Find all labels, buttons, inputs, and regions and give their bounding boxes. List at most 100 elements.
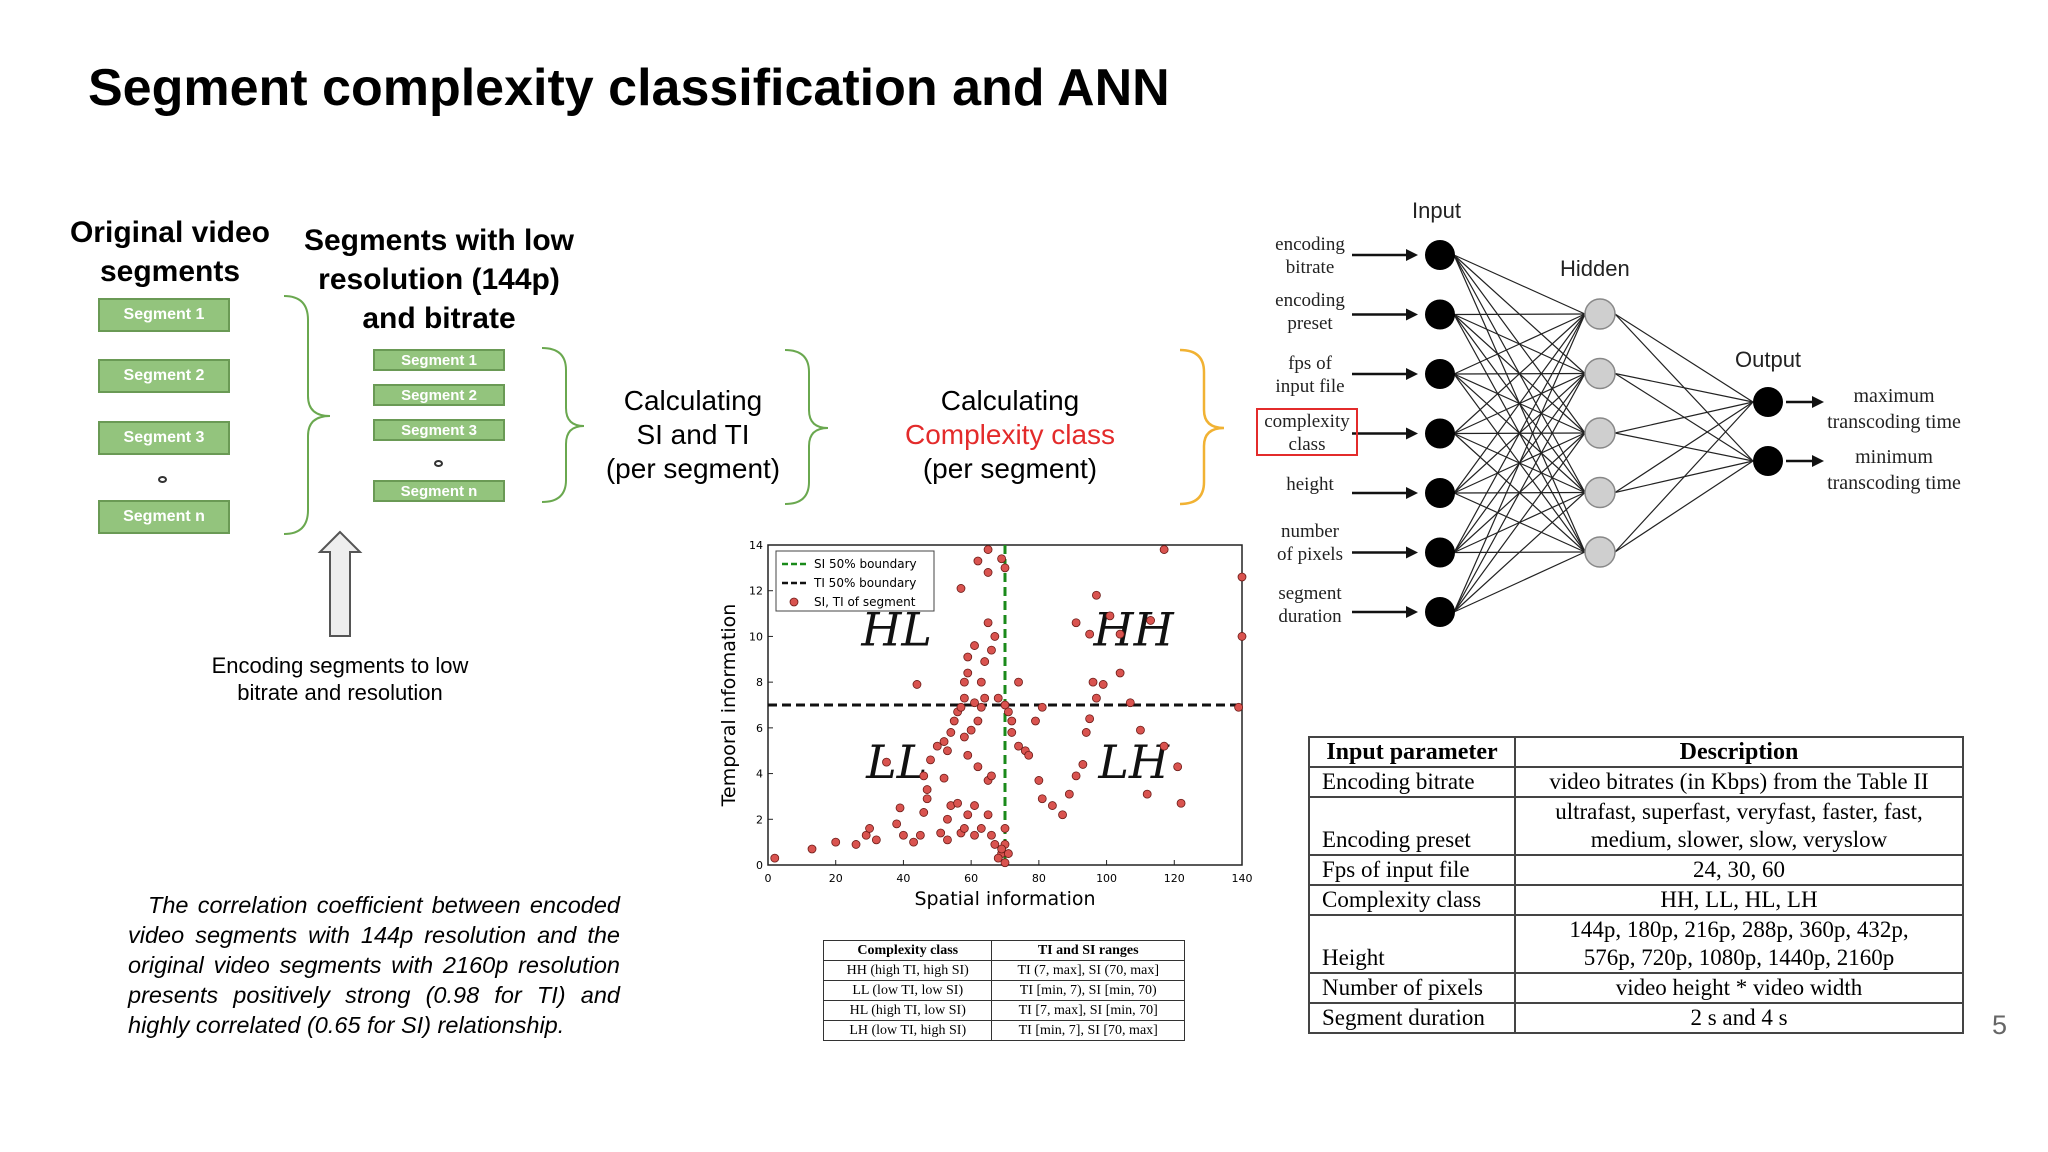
data-point bbox=[993, 693, 1003, 703]
desc-line: video bitrates (in Kbps) from the Table … bbox=[1549, 769, 1929, 794]
data-point bbox=[987, 771, 996, 781]
desc-line: 2 s and 4 s bbox=[1690, 1005, 1788, 1030]
data-point bbox=[1081, 728, 1091, 737]
table-row: Complexity class HH, LL, HL, LH bbox=[1308, 884, 1964, 916]
data-point bbox=[990, 840, 1000, 849]
data-point bbox=[997, 554, 1007, 564]
calc-line: SI and TI bbox=[636, 419, 750, 450]
arrow-head-icon bbox=[1812, 396, 1824, 408]
y-tick-label: 14 bbox=[749, 539, 763, 552]
data-point bbox=[932, 741, 942, 751]
ranges-cell: HH (high TI, high SI) bbox=[822, 960, 993, 981]
ann-connection bbox=[1453, 313, 1586, 613]
input-node bbox=[1425, 240, 1455, 270]
x-tick-label: 20 bbox=[829, 872, 843, 885]
data-point bbox=[1085, 629, 1095, 639]
ann-connections bbox=[1453, 254, 1754, 613]
data-point bbox=[1014, 677, 1023, 687]
ann-connection bbox=[1453, 313, 1586, 316]
data-point bbox=[983, 545, 993, 554]
x-axis-label: Spatial information bbox=[914, 888, 1095, 910]
calc-line: (per segment) bbox=[605, 453, 781, 484]
data-point bbox=[922, 794, 932, 804]
data-point bbox=[976, 824, 986, 833]
data-point bbox=[1071, 771, 1081, 781]
brace-green-2 bbox=[541, 347, 585, 503]
data-point bbox=[997, 844, 1007, 854]
ann-diagram bbox=[1352, 240, 1824, 627]
ann-input-title: Input bbox=[1412, 198, 1461, 223]
calc-si-ti: Calculating SI and TI (per segment) bbox=[590, 384, 796, 486]
y-tick-label: 10 bbox=[749, 630, 763, 643]
table-row: Fps of input file 24, 30, 60 bbox=[1308, 854, 1964, 886]
data-point bbox=[1105, 611, 1115, 621]
calc-line: Calculating bbox=[940, 385, 1080, 416]
ann-connection bbox=[1453, 313, 1586, 494]
input-parameters-table: Input parameter Description Encoding bit… bbox=[1308, 736, 1964, 1034]
label-line: transcoding time bbox=[1827, 472, 1961, 494]
data-point bbox=[865, 824, 874, 833]
data-point bbox=[1146, 616, 1155, 625]
data-point bbox=[963, 810, 973, 820]
encoding-caption: Encoding segments to low bitrate and res… bbox=[180, 652, 500, 706]
data-point bbox=[943, 746, 952, 756]
data-point bbox=[882, 757, 891, 767]
hidden-node bbox=[1584, 357, 1616, 390]
ann-output-title: Output bbox=[1735, 347, 1802, 372]
data-point bbox=[807, 844, 817, 854]
data-point bbox=[1078, 760, 1088, 769]
data-point bbox=[963, 668, 973, 678]
data-point bbox=[1007, 716, 1017, 726]
arrow-head-icon bbox=[1406, 368, 1418, 380]
arrow-head-icon bbox=[1812, 455, 1824, 467]
calc-complexity: Calculating Complexity class (per segmen… bbox=[880, 384, 1140, 486]
hidden-node bbox=[1584, 417, 1616, 449]
ann-input-label: encoding bitrate bbox=[1258, 233, 1362, 279]
ranges-header: Complexity class bbox=[822, 940, 993, 961]
data-point bbox=[1000, 824, 1010, 833]
data-point bbox=[1037, 702, 1047, 712]
data-point bbox=[936, 828, 946, 838]
output-node bbox=[1753, 387, 1783, 417]
calc-line-highlight: Complexity class bbox=[904, 419, 1116, 450]
label-line: input file bbox=[1275, 376, 1345, 397]
data-point bbox=[939, 773, 949, 783]
param-name: Fps of input file bbox=[1308, 854, 1516, 886]
ranges-cell: TI (7, max], SI (70, max] bbox=[991, 960, 1185, 981]
arrow-head-icon bbox=[1406, 249, 1418, 261]
data-point bbox=[1092, 693, 1101, 703]
ann-output-label: maximum transcoding time bbox=[1806, 383, 1982, 435]
data-point bbox=[909, 837, 918, 847]
data-point bbox=[970, 801, 979, 810]
ann-connection bbox=[1453, 373, 1586, 613]
data-point bbox=[953, 798, 963, 808]
data-point bbox=[1000, 700, 1010, 710]
data-point bbox=[1007, 728, 1017, 737]
data-point bbox=[973, 716, 983, 726]
heading-line: and bitrate bbox=[362, 302, 516, 335]
y-axis-label: Temporal information bbox=[718, 604, 740, 808]
data-point bbox=[1058, 810, 1067, 820]
label-line: of pixels bbox=[1277, 544, 1343, 565]
ann-connection bbox=[1614, 401, 1754, 553]
ann-connection bbox=[1614, 460, 1754, 553]
ellipsis-dot bbox=[158, 476, 167, 483]
arrow-head-icon bbox=[1406, 606, 1418, 618]
brace-green-1 bbox=[283, 295, 331, 535]
data-point bbox=[1088, 677, 1098, 687]
ann-input-label: number of pixels bbox=[1258, 520, 1362, 566]
x-tick-label: 140 bbox=[1232, 872, 1253, 885]
ann-input-label: encoding preset bbox=[1258, 289, 1362, 335]
table-row: Encoding preset ultrafast, superfast, ve… bbox=[1308, 796, 1964, 856]
desc-line: ultrafast, superfast, veryfast, faster, … bbox=[1555, 799, 1923, 824]
lowres-segment-1: Segment 1 bbox=[373, 349, 505, 371]
table-row: HL (high TI, low SI) TI [7, max], SI [mi… bbox=[822, 1000, 1185, 1021]
data-point bbox=[919, 808, 929, 817]
data-point bbox=[851, 840, 861, 849]
heading-line: Original video bbox=[69, 216, 271, 249]
table-row: LH (low TI, high SI) TI [min, 7], SI [70… bbox=[822, 1020, 1185, 1041]
input-node bbox=[1425, 597, 1455, 627]
y-tick-label: 2 bbox=[756, 813, 763, 826]
